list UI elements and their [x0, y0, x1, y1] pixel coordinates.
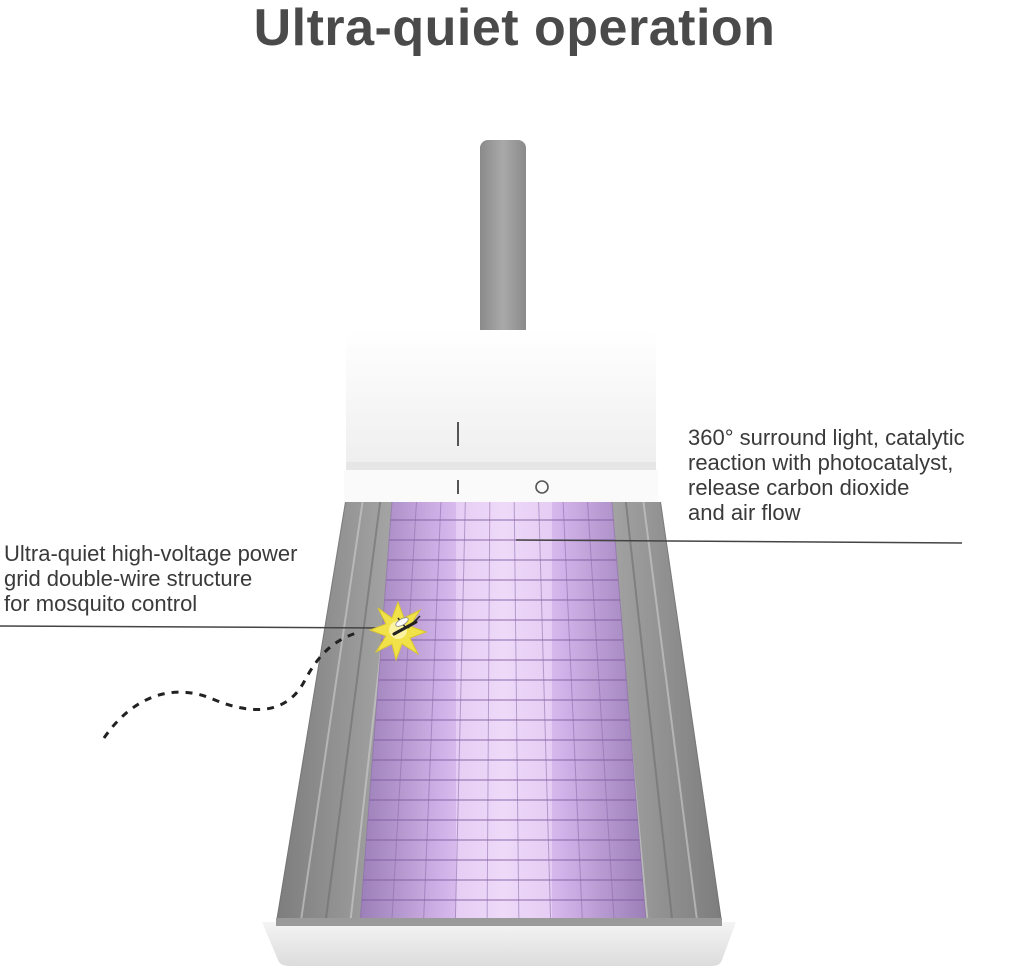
- callout-line: for mosquito control: [4, 591, 198, 616]
- grid-post: [611, 501, 647, 923]
- mosquito-icon: [392, 615, 421, 636]
- top-cap: [344, 330, 658, 502]
- grid-post: [359, 501, 393, 923]
- callout-line: 360° surround light, catalytic: [688, 425, 965, 450]
- grid-post: [513, 501, 520, 923]
- leader-line-right: [515, 539, 963, 544]
- grid-post: [391, 501, 417, 923]
- grid-post: [423, 501, 442, 923]
- uv-light-grid: [359, 501, 647, 923]
- handle: [480, 140, 526, 340]
- callout-leader-lines: [0, 539, 963, 629]
- grid-post: [538, 501, 552, 923]
- body-rib: [299, 502, 364, 922]
- callout-power-grid: Ultra-quiet high-voltage power grid doub…: [4, 541, 298, 616]
- body-rib: [642, 502, 699, 922]
- grid-post: [562, 501, 583, 923]
- callout-line: release carbon dioxide: [688, 475, 910, 500]
- grid-post: [486, 501, 491, 923]
- grid-post: [454, 501, 466, 923]
- grid-post: [587, 501, 615, 923]
- body-rib: [624, 502, 674, 922]
- leader-line-left: [0, 625, 393, 629]
- callout-surround-light: 360° surround light, catalytic reaction …: [688, 425, 965, 525]
- callout-line: and air flow: [688, 500, 801, 525]
- callout-line: grid double-wire structure: [4, 566, 253, 591]
- callout-line: reaction with photocatalyst,: [688, 450, 954, 475]
- power-off-mark-icon: [535, 480, 549, 494]
- body-rib: [324, 502, 382, 922]
- callout-line: Ultra-quiet high-voltage power: [4, 541, 298, 566]
- body-rib: [276, 502, 346, 922]
- page-title: Ultra-quiet operation: [253, 0, 776, 57]
- flight-path-icon: [102, 630, 361, 739]
- lamp-base: [262, 918, 736, 966]
